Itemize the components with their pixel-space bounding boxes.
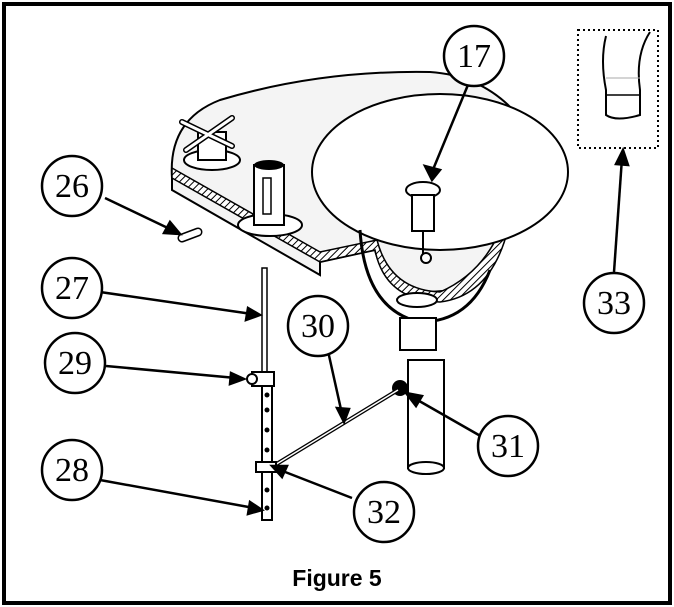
svg-text:33: 33 xyxy=(597,285,631,322)
lift-rod-part xyxy=(261,267,268,379)
callout-32: 32 xyxy=(352,480,416,544)
callout-33: 33 xyxy=(582,271,646,335)
spout-base xyxy=(237,160,303,237)
callout-28: 28 xyxy=(40,438,104,502)
svg-text:17: 17 xyxy=(457,38,491,75)
sink-countertop xyxy=(170,70,569,324)
callout-31: 31 xyxy=(476,414,540,478)
pop-up-stopper-part xyxy=(405,181,441,264)
callout-17: 17 xyxy=(442,24,506,88)
svg-text:30: 30 xyxy=(301,308,335,345)
faucet-handle xyxy=(179,115,241,171)
clevis-screw-part xyxy=(246,371,275,387)
callout-30: 30 xyxy=(286,294,350,358)
svg-text:32: 32 xyxy=(367,494,401,531)
callout-26: 26 xyxy=(40,154,104,218)
svg-text:27: 27 xyxy=(55,270,89,307)
spout-detail-inset xyxy=(577,29,659,149)
pivot-rod-knob-part xyxy=(177,227,203,243)
svg-text:31: 31 xyxy=(491,428,525,465)
drain-body xyxy=(392,292,445,475)
clevis-strap-part xyxy=(261,371,273,521)
leader-lines xyxy=(99,79,630,516)
svg-text:26: 26 xyxy=(55,168,89,205)
svg-text:28: 28 xyxy=(55,452,89,489)
callout-29: 29 xyxy=(43,331,107,395)
figure-caption: Figure 5 xyxy=(292,565,382,591)
svg-text:29: 29 xyxy=(58,345,92,382)
callout-27: 27 xyxy=(40,256,104,320)
